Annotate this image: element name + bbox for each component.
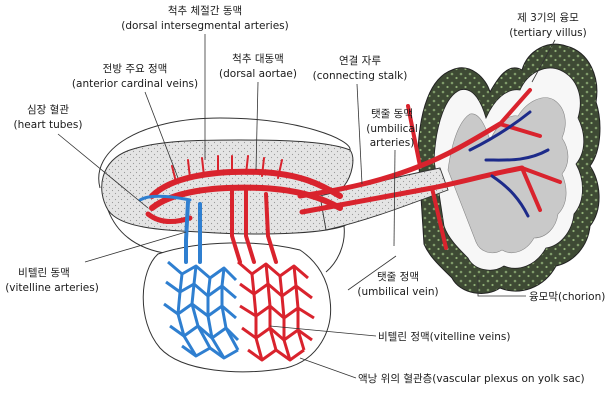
label-vascular-plexus: 액낭 위의 혈관층(vascular plexus on yolk sac) bbox=[358, 372, 585, 385]
label-vitelline-arteries-en: (vitelline arteries) bbox=[5, 282, 99, 294]
label-dorsal-intersegmental-ko: 척추 체절간 동맥 bbox=[168, 4, 242, 17]
label-dorsal-intersegmental-en: (dorsal intersegmental arteries) bbox=[121, 20, 288, 32]
label-umbilical-arteries-en2: arteries) bbox=[370, 137, 415, 149]
label-umbilical-arteries-en1: (umbilical bbox=[366, 123, 418, 135]
label-anterior-cardinal-ko: 전방 주요 정맥 bbox=[103, 63, 168, 75]
label-dorsal-aortae-en: (dorsal aortae) bbox=[219, 68, 297, 80]
label-chorion: 융모막(chorion) bbox=[529, 291, 605, 303]
label-heart-tubes-en: (heart tubes) bbox=[14, 119, 83, 131]
label-vitelline-arteries-ko: 비텔린 동맥 bbox=[18, 267, 70, 279]
label-connecting-stalk-en: (connecting stalk) bbox=[313, 70, 408, 82]
label-tertiary-villus-ko: 제 3기의 융모 bbox=[517, 12, 579, 24]
label-anterior-cardinal-en: (anterior cardinal veins) bbox=[72, 78, 198, 90]
label-tertiary-villus-en: (tertiary villus) bbox=[509, 27, 587, 39]
label-dorsal-aortae-ko: 척추 대동맥 bbox=[232, 53, 284, 65]
label-umbilical-arteries-ko: 탯줄 동맥 bbox=[371, 108, 413, 120]
label-umbilical-vein-en: (umbilical vein) bbox=[357, 286, 438, 298]
label-connecting-stalk-ko: 연결 자루 bbox=[339, 55, 381, 67]
label-umbilical-vein-ko: 탯줄 정맥 bbox=[377, 271, 419, 283]
label-heart-tubes-ko: 심장 혈관 bbox=[27, 103, 69, 116]
label-vitelline-veins: 비텔린 정맥(vitelline veins) bbox=[378, 331, 510, 343]
